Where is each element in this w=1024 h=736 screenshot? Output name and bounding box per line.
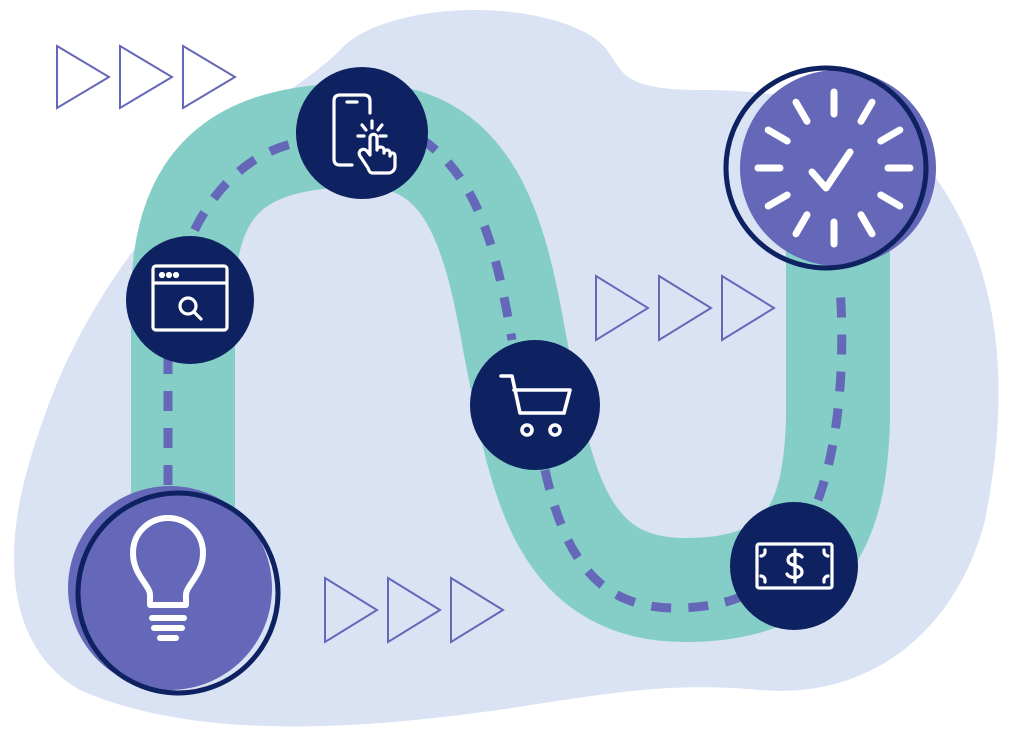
clock-tick	[877, 126, 904, 145]
clock-tick	[764, 126, 791, 145]
phone-tap-icon	[332, 93, 397, 175]
triangle-arrow-icon	[56, 44, 111, 110]
clock-tick	[857, 211, 876, 238]
clock-tick	[764, 191, 791, 210]
stage-tap	[296, 67, 428, 199]
stage-payment	[730, 502, 858, 630]
triangle-arrow-icon	[595, 274, 650, 342]
journey-path-dashes	[163, 137, 301, 485]
lightbulb-icon	[130, 515, 206, 641]
arrow-group-top-left	[56, 44, 237, 110]
triangle-arrow-icon	[387, 576, 442, 644]
clock-tick	[792, 98, 811, 125]
triangle-arrow-icon	[324, 576, 379, 644]
stage-done	[723, 65, 936, 271]
clock-tick	[792, 211, 811, 238]
clock-tick	[857, 98, 876, 125]
triangle-arrow-icon	[182, 44, 237, 110]
cash-dollar-icon	[755, 542, 834, 590]
arrow-group-bottom	[324, 576, 505, 644]
triangle-arrow-icon	[119, 44, 174, 110]
journey-path-dashes	[417, 134, 517, 341]
arrow-group-middle	[595, 274, 776, 342]
stage-search	[126, 236, 254, 364]
clock-check-icon	[754, 88, 914, 248]
clock-tick	[877, 191, 904, 210]
browser-search-icon	[151, 264, 229, 332]
triangle-arrow-icon	[721, 274, 776, 342]
triangle-arrow-icon	[658, 274, 713, 342]
stage-cart	[470, 340, 600, 470]
journey-path-dashes	[813, 284, 847, 502]
shopping-cart-icon	[499, 374, 572, 437]
stage-idea	[68, 486, 281, 696]
triangle-arrow-icon	[450, 576, 505, 644]
